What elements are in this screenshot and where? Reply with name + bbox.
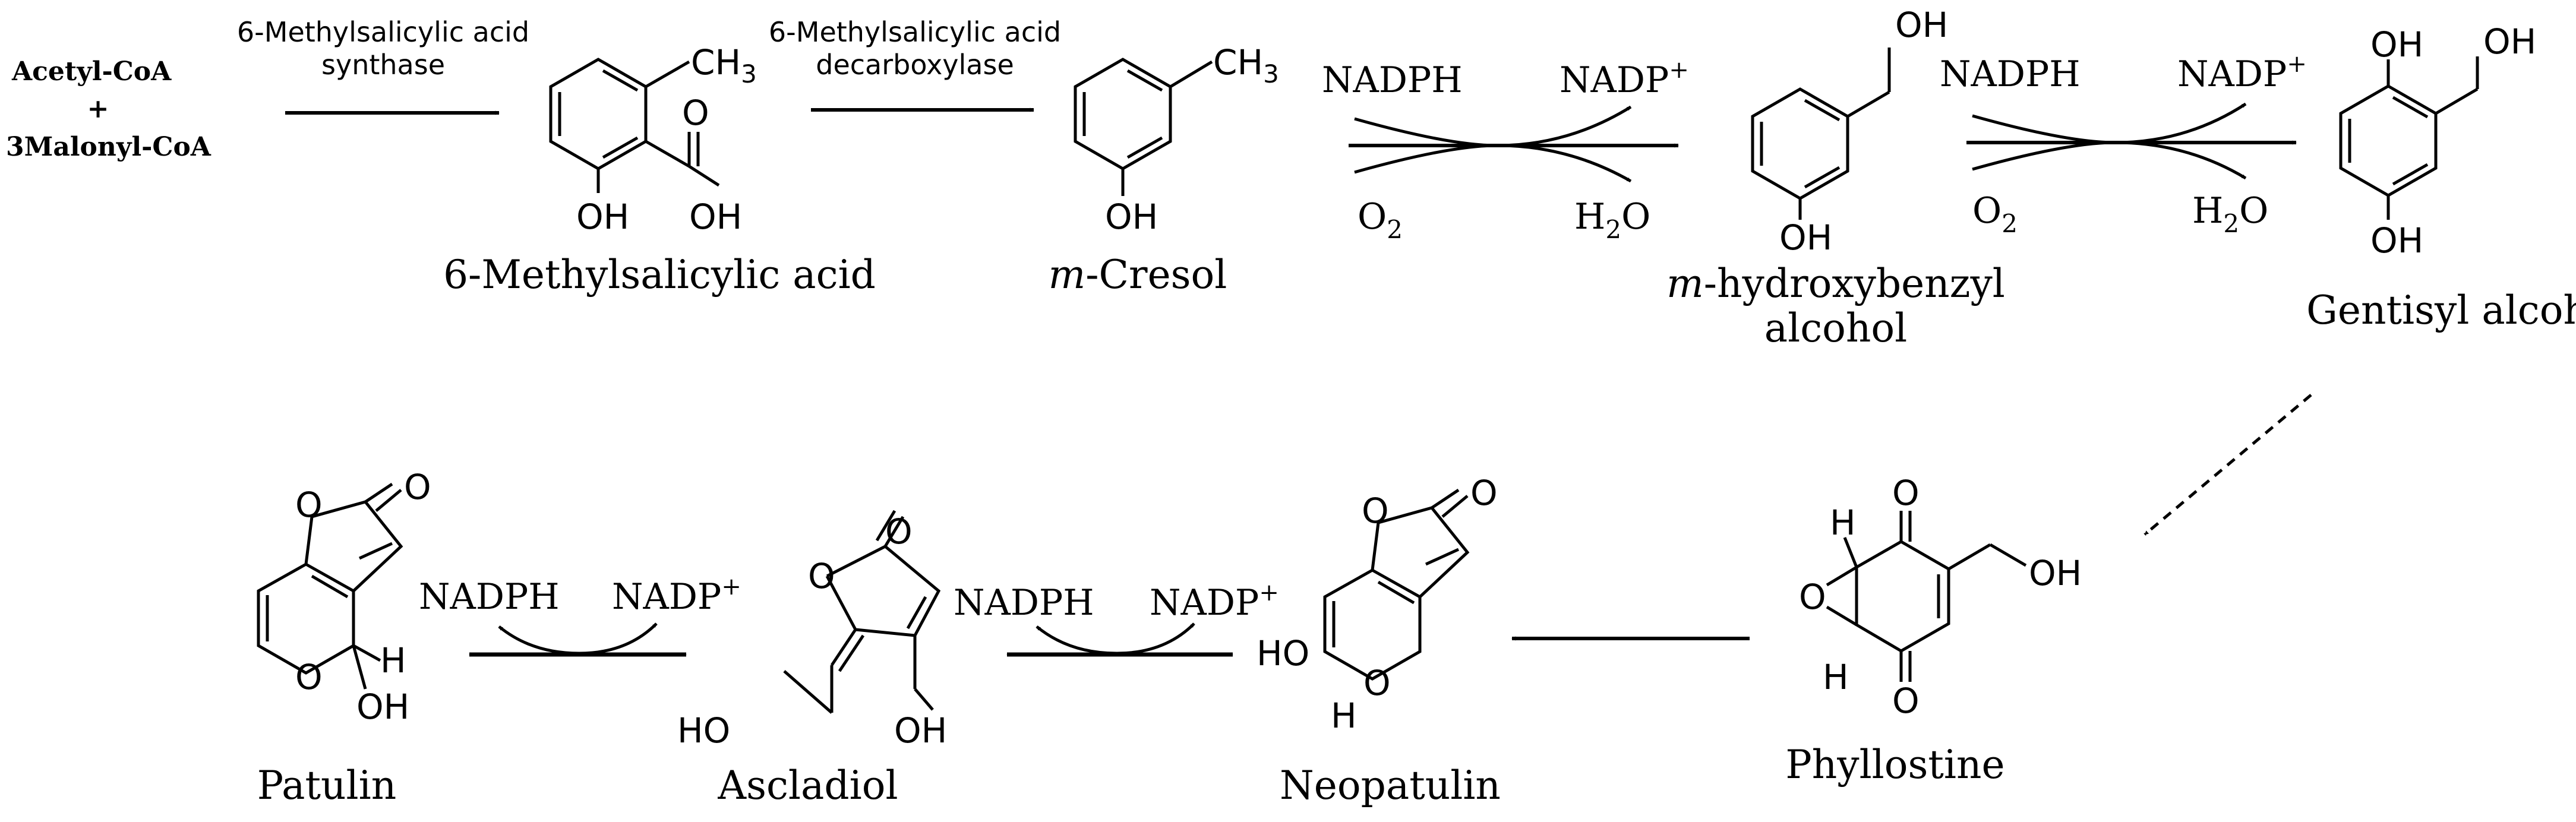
phyllostine-top-o: O (1892, 473, 1920, 513)
msa-phenol-oh: OH (576, 197, 629, 237)
h2o-2-curve (2114, 141, 2247, 180)
neopatulin-name: Neopatulin (1280, 763, 1501, 808)
msa-acid-oh: OH (689, 197, 742, 237)
nadph-1-curve (1354, 117, 1498, 147)
msas-enzyme-line2: synthase (321, 49, 445, 81)
ascladiol-structure (825, 510, 941, 713)
mhba-ch2oh-oh: OH (1895, 5, 1948, 45)
nadp-1-curve (1497, 105, 1632, 147)
gentisyl-atoms: OH OH OH Gentisyl alcohol (2306, 21, 2576, 333)
neopatulin-ring-o: O (1362, 491, 1389, 531)
patulin-structure (257, 482, 403, 690)
cresol-oh: OH (1105, 197, 1158, 237)
decarb-enzyme-line2: decarboxylase (816, 49, 1014, 81)
gentisyl-ch2oh-oh: OH (2483, 21, 2536, 62)
phyllostine-h-bottom: H (1823, 657, 1849, 697)
step-hydroxylation-1: NADPH NADP+ O2 H2O (1322, 56, 1689, 244)
nadph-2-curve (1972, 114, 2116, 144)
o2-1: O2 (1358, 196, 1403, 244)
patulin-ring-o: O (295, 485, 323, 525)
phyllostine-epoxide-o: O (1799, 577, 1826, 617)
msa-atoms: CH3 O OH OH 6-Methylsalicylic acid (443, 42, 876, 298)
m-cresol-structure (1074, 58, 1213, 196)
patulin-carbonyl-o: O (404, 467, 431, 507)
ascladiol-ho: HO (677, 710, 730, 751)
neopatulin-h: H (1331, 695, 1357, 736)
msa-structure (549, 58, 720, 193)
neopatulin-pyran-o: O (1363, 663, 1391, 703)
patulin-name: Patulin (257, 763, 397, 808)
msa-carbonyl-o: O (682, 93, 709, 133)
msas-enzyme-line1: 6-Methylsalicylic acid (237, 16, 529, 48)
ascladiol-name: Ascladiol (717, 763, 898, 808)
step-msas: 6-Methylsalicylic acid synthase (237, 16, 529, 115)
step-reduction-1: NADPH NADP+ (419, 573, 741, 657)
msa-name: 6-Methylsalicylic acid (443, 252, 876, 298)
neopatulin-ho: HO (1257, 633, 1309, 674)
o2-2-curve (1972, 141, 2116, 171)
ascladiol-oh: OH (894, 710, 947, 751)
phyllostine-h-top: H (1830, 502, 1856, 543)
o2-1-curve (1354, 144, 1498, 174)
m-cresol-name: m-Cresol (1049, 252, 1227, 298)
gentisyl-alcohol-structure (2339, 56, 2479, 220)
nadp-1: NADP+ (1560, 56, 1689, 101)
decarb-enzyme-line1: 6-Methylsalicylic acid (769, 16, 1061, 48)
m-cresol-atoms: CH3 OH m-Cresol (1049, 42, 1279, 298)
nadp-4: NADP+ (1150, 579, 1279, 624)
nadp-2: NADP+ (2177, 50, 2307, 95)
plus-sign: + (87, 94, 109, 124)
ascladiol-side-chain (783, 670, 833, 714)
mhba-phenol-oh: OH (1779, 217, 1832, 258)
nadph-3: NADPH (419, 576, 560, 618)
h2o-1-curve (1497, 144, 1632, 183)
patulin-h: H (380, 640, 406, 681)
msa-ch3-label: CH3 (691, 42, 757, 88)
mhba-name-line1: m-hydroxybenzyl (1666, 261, 2005, 306)
patulin-pyran-o: O (295, 657, 323, 697)
step-hydroxylation-2: NADPH NADP+ O2 H2O (1940, 50, 2307, 238)
ascladiol-ring-o: O (808, 556, 835, 596)
patulin-oh: OH (356, 687, 409, 727)
h2o-2: H2O (2192, 190, 2268, 238)
neopatulin-atoms: O O O HO H Neopatulin (1257, 473, 1501, 808)
phyllostine-name: Phyllostine (1785, 742, 2004, 788)
phyllostine-bottom-o: O (1892, 681, 1920, 721)
gentisyl-name: Gentisyl alcohol (2306, 287, 2576, 333)
reduction-1-cofactor-curve (498, 622, 658, 655)
mhba-name-line2: alcohol (1764, 305, 1908, 351)
ascladiol-carbonyl-o: O (885, 511, 913, 552)
neopatulin-carbonyl-o: O (1470, 473, 1498, 513)
acetyl-coa-label: Acetyl-CoA (11, 56, 172, 87)
gentisyl-top-oh: OH (2370, 24, 2423, 65)
h2o-1: H2O (1574, 196, 1650, 244)
cresol-ch3-label: CH3 (1213, 42, 1279, 88)
step-decarboxylase: 6-Methylsalicylic acid decarboxylase (769, 16, 1061, 112)
phyllostine-structure (1826, 511, 2027, 682)
o2-2: O2 (1972, 190, 2018, 238)
neopatulin-structure (1323, 488, 1470, 681)
phyllostine-oh: OH (2029, 553, 2082, 593)
m-hydroxybenzyl-alcohol-structure (1751, 48, 1891, 220)
dashed-arrow-to-phyllostine (2143, 394, 2312, 536)
nadp-3: NADP+ (612, 573, 741, 618)
nadph-2: NADPH (1940, 53, 2081, 95)
nadp-2-curve (2114, 102, 2247, 144)
reduction-2-cofactor-curve (1036, 622, 1195, 655)
patulin-atoms: O O O H OH Patulin (257, 467, 431, 808)
nadph-1: NADPH (1322, 59, 1463, 101)
starting-materials: Acetyl-CoA + 3Malonyl-CoA (6, 56, 211, 162)
mhba-atoms: OH OH m-hydroxybenzyl alcohol (1666, 5, 2005, 351)
phyllostine-atoms: O O O H H OH Phyllostine (1785, 473, 2082, 788)
gentisyl-bottom-oh: OH (2370, 220, 2423, 261)
nadph-4: NADPH (954, 582, 1094, 624)
step-reduction-2: NADPH NADP+ (954, 579, 1279, 657)
malonyl-coa-label: 3Malonyl-CoA (6, 132, 211, 162)
ascladiol-atoms: O O HO OH Ascladiol (677, 511, 947, 808)
